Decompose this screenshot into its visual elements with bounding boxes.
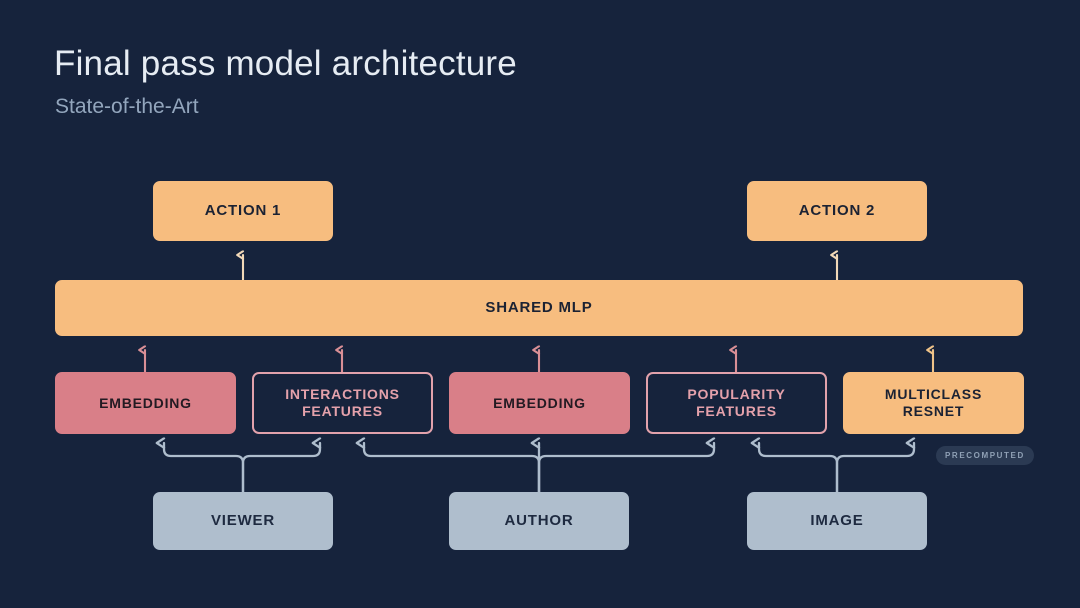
- edge-image-to-resnet: [835, 443, 916, 494]
- edge-image-to-popularity: [759, 443, 839, 494]
- edge-author-to-interactions: [364, 443, 541, 494]
- node-action-2[interactable]: ACTION 2: [747, 181, 927, 241]
- node-embedding-author[interactable]: EMBEDDING: [449, 372, 630, 434]
- precomputed-badge: PRECOMPUTED: [936, 446, 1034, 465]
- node-multiclass-resnet[interactable]: MULTICLASS RESNET: [843, 372, 1024, 434]
- edge-group-image: [759, 443, 916, 494]
- node-interactions-features-line-2: FEATURES: [302, 403, 383, 419]
- node-embedding-viewer[interactable]: EMBEDDING: [55, 372, 236, 434]
- node-multiclass-resnet-text: MULTICLASS RESNET: [885, 386, 982, 419]
- edge-group-viewer: [164, 443, 322, 494]
- page-title: Final pass model architecture: [54, 44, 517, 83]
- node-image-label: IMAGE: [810, 512, 864, 530]
- node-viewer[interactable]: VIEWER: [153, 492, 333, 550]
- node-embedding-author-label: EMBEDDING: [493, 394, 586, 411]
- edge-viewer-to-interactions: [241, 443, 322, 494]
- node-viewer-label: VIEWER: [211, 512, 275, 530]
- edge-group-shared-to-actions: [243, 255, 839, 282]
- node-interactions-features-text: INTERACTIONS FEATURES: [285, 386, 400, 419]
- node-popularity-features[interactable]: POPULARITY FEATURES: [646, 372, 827, 434]
- node-action-1[interactable]: ACTION 1: [153, 181, 333, 241]
- node-action-2-label: ACTION 2: [798, 202, 876, 220]
- node-interactions-features[interactable]: INTERACTIONS FEATURES: [252, 372, 433, 434]
- page-subtitle: State-of-the-Art: [55, 95, 199, 118]
- edge-author-to-popularity: [537, 443, 716, 494]
- edge-viewer-to-embedding: [164, 443, 245, 494]
- node-author-label: AUTHOR: [504, 512, 574, 530]
- node-action-1-label: ACTION 1: [204, 202, 282, 220]
- node-interactions-features-line-1: INTERACTIONS: [285, 386, 400, 403]
- node-popularity-features-line-1: POPULARITY: [687, 386, 786, 403]
- edge-group-author: [364, 443, 716, 494]
- node-shared-mlp[interactable]: SHARED MLP: [55, 280, 1023, 336]
- node-multiclass-resnet-line-2: RESNET: [902, 403, 965, 419]
- node-multiclass-resnet-line-1: MULTICLASS: [884, 386, 983, 403]
- node-embedding-viewer-label: EMBEDDING: [99, 394, 192, 411]
- edge-group-features-to-shared: [145, 350, 738, 374]
- node-author[interactable]: AUTHOR: [449, 492, 629, 550]
- node-image[interactable]: IMAGE: [747, 492, 927, 550]
- node-shared-mlp-label: SHARED MLP: [485, 299, 593, 317]
- node-popularity-features-line-2: FEATURES: [696, 403, 777, 419]
- node-popularity-features-text: POPULARITY FEATURES: [687, 386, 785, 419]
